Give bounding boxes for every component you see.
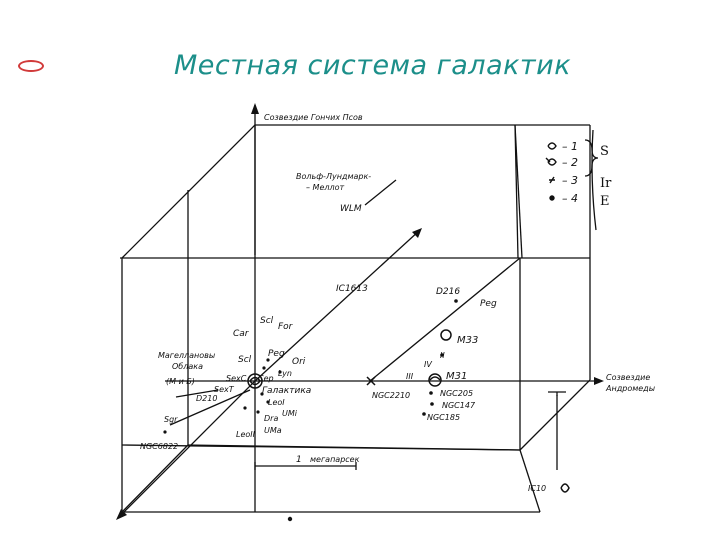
ii-label: II [440, 351, 445, 360]
m31-spiral-icon [428, 373, 442, 387]
arrow-down-left-icon [116, 509, 127, 520]
arrow-right-icon [594, 377, 604, 385]
ngc6822-label: NGC6822 [140, 442, 178, 451]
legend-symbols [545, 142, 557, 201]
lyn-label: Lyn [278, 369, 292, 378]
dra-label: Dra [264, 414, 278, 423]
legend-group-elliptical: E [600, 194, 610, 209]
slide-title: Местная система галактик [174, 50, 572, 81]
sexc-label: SexC [226, 374, 247, 383]
ic10-spiral-icon [560, 483, 570, 493]
wlm-label: WLM [340, 204, 362, 214]
legend-irregular-icon [549, 176, 555, 184]
wlm-title-line2: – Меллот [306, 183, 344, 192]
legend-spiral-icon [547, 142, 557, 150]
legend-group-irregular: Ir [600, 176, 612, 191]
scl-top-label: Scl [260, 316, 274, 326]
leo2-label: LeoII [236, 430, 256, 439]
car-label: Car [233, 329, 250, 339]
point-markers [163, 299, 458, 522]
galaxy-markers [247, 329, 570, 493]
ngc2210-label: NGC2210 [372, 391, 410, 400]
arrow-up-right-icon [412, 228, 422, 238]
andromeda-label-2: Андромеды [605, 384, 655, 393]
ic1613-label: IC1613 [336, 284, 368, 294]
cep-label: Cep [258, 374, 274, 383]
magellan-label-3: (M и Б) [166, 377, 195, 386]
legend-number-3: – 3 [562, 174, 578, 187]
hunting-dogs-label: Созвездие Гончих Псов [264, 113, 363, 122]
legend-group-spirals: S [600, 144, 609, 159]
andromeda-label-1: Созвездие [606, 373, 650, 382]
magellan-label-1: Магеллановы [158, 351, 215, 360]
ori-label: Ori [292, 357, 306, 367]
wlm-title-line1: Вольф-Лундмарк- [296, 172, 371, 181]
leo1-label: LeoI [268, 398, 285, 407]
milky-way-spiral-icon [247, 373, 263, 389]
ngc185-label: NGC185 [427, 413, 460, 422]
iii-label: III [406, 372, 414, 381]
arrow-heads [116, 103, 604, 520]
milky-way-core-icon [249, 376, 261, 386]
sext-label: SexT [214, 385, 235, 394]
umi-label: UMi [282, 409, 298, 418]
m31-label: M31 [446, 371, 467, 382]
peg-right-label: Peg [480, 299, 497, 309]
legend-elliptical-icon [549, 195, 555, 201]
uma-label: UMa [264, 426, 282, 435]
peg-label: Peg [268, 349, 285, 359]
magellan-label-2: Облака [172, 362, 203, 371]
legend-number-2: – 2 [562, 156, 578, 169]
galaxy-label: Галактика [262, 386, 311, 396]
sgr-label: Sgr [164, 415, 178, 424]
title-bullet-icon [18, 60, 44, 72]
bottom-dot-icon [287, 516, 293, 522]
iv-label: IV [424, 360, 432, 369]
m33-label: M33 [457, 335, 478, 346]
for-label: For [278, 322, 294, 332]
cross-marker-icon [366, 376, 376, 386]
scale-number: 1 [296, 455, 302, 465]
ngc147-label: NGC147 [442, 401, 476, 410]
legend-barred-spiral-icon [545, 157, 557, 166]
legend-number-1: – 1 [562, 140, 578, 153]
legend-number-4: – 4 [562, 192, 578, 205]
scl-label: Scl [238, 355, 252, 365]
arrow-up-icon [251, 103, 259, 114]
d210-label: D210 [196, 394, 217, 403]
m31-arm-icon [429, 376, 441, 381]
m33-spiral-icon [440, 329, 452, 341]
d216-label: D216 [436, 287, 460, 297]
ngc205-label: NGC205 [440, 389, 473, 398]
scale-unit: мегапарсек [310, 455, 360, 464]
ic10-label: IC10 [528, 484, 546, 493]
frame-lines [117, 105, 600, 519]
